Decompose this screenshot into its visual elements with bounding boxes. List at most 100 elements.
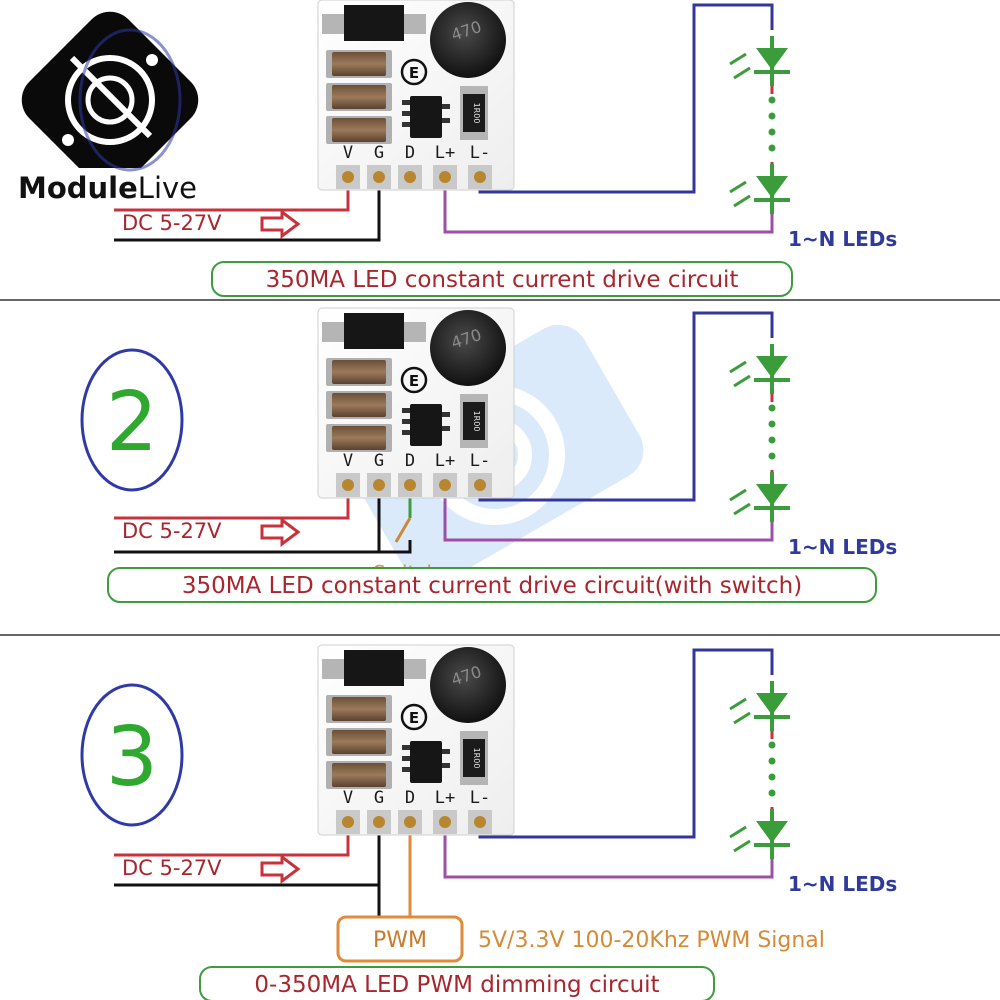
led-light-ray [733, 839, 751, 853]
resistor [463, 402, 485, 440]
wire [478, 3, 774, 194]
pin-hole [373, 816, 385, 828]
wire [443, 822, 774, 879]
ic-pin [402, 408, 412, 413]
led-light-ray [729, 488, 747, 502]
pin-label: D [405, 143, 415, 163]
led-light-ray [729, 180, 747, 194]
capacitor [332, 52, 386, 76]
led-light-ray [729, 52, 747, 66]
capacitor [332, 763, 386, 787]
ic-pin [440, 763, 450, 768]
ic-pin [402, 100, 412, 105]
input-voltage-label: DC 5-27V [122, 856, 222, 880]
led-diode [729, 36, 790, 86]
pwm-box [336, 915, 464, 963]
circuit-caption: 350MA LED constant current drive circuit [266, 267, 739, 293]
pwm-label: PWM [373, 928, 427, 953]
led-light-ray [733, 194, 751, 208]
pwm-signal-note: 5V/3.3V 100-20Khz PWM Signal [478, 928, 825, 953]
pin-label: L- [470, 788, 490, 808]
led-diode [729, 681, 790, 731]
leds-count-label: 1~N LEDs [788, 227, 897, 251]
resistor [463, 94, 485, 132]
circuit-caption: 0-350MA LED PWM dimming circuit [254, 972, 659, 998]
continuation-dot [768, 773, 776, 781]
led-light-ray [729, 360, 747, 374]
panel-number-badge: 3 [80, 683, 184, 827]
resistor-marking: 1R00 [472, 103, 481, 124]
diode-package [344, 5, 404, 41]
led-diode [729, 344, 790, 394]
ic-marking: E [409, 372, 419, 390]
ic-chip [410, 741, 442, 783]
pin-hole [439, 479, 451, 491]
solder-pad [404, 322, 426, 342]
continuation-dot [768, 452, 776, 460]
led-string [729, 681, 790, 859]
resistor-marking: 1R00 [472, 748, 481, 769]
ic-pin [440, 412, 450, 417]
solder-pad [322, 322, 344, 342]
pin-hole [439, 816, 451, 828]
capacitor [332, 360, 386, 384]
solder-pad [322, 14, 344, 34]
caption-box [107, 567, 877, 603]
wire [443, 177, 774, 234]
ic-pin [402, 430, 412, 435]
continuation-dot [768, 404, 776, 412]
wire [114, 822, 350, 857]
diode-package [344, 313, 404, 349]
continuation-dot [768, 128, 776, 136]
leds-count-label: 1~N LEDs [788, 535, 897, 559]
resistor-marking: 1R00 [472, 411, 481, 432]
led-diode [729, 472, 790, 522]
led-string [729, 36, 790, 214]
ic-marking: E [409, 64, 419, 82]
panel-number: 3 [106, 710, 158, 805]
switch-lever [394, 517, 412, 543]
wire [379, 540, 412, 554]
ic-pin [440, 426, 450, 431]
led-light-ray [729, 825, 747, 839]
pin-label: D [405, 451, 415, 471]
pin-label: L+ [435, 143, 455, 163]
ic-pin [440, 118, 450, 123]
ic-pin [440, 749, 450, 754]
pin-hole [404, 479, 416, 491]
pin-hole [474, 479, 486, 491]
ic-chip [410, 404, 442, 446]
solder-pad [404, 14, 426, 34]
pin-hole [474, 171, 486, 183]
led-light-ray [729, 697, 747, 711]
input-voltage-label: DC 5-27V [122, 519, 222, 543]
pin-label: V [343, 451, 353, 471]
diode-package [344, 650, 404, 686]
pin-label: G [374, 143, 384, 163]
led-diode [729, 809, 790, 859]
continuation-dot [768, 112, 776, 120]
wire [478, 648, 774, 839]
inductor [430, 310, 506, 386]
ic-pin [402, 745, 412, 750]
ic-pin [440, 104, 450, 109]
ic-pin [402, 122, 412, 127]
led-light-ray [733, 374, 751, 388]
panel-number: 2 [106, 375, 158, 470]
ic-marking-circle [400, 703, 428, 731]
arrow-icon [260, 209, 301, 239]
capacitor [332, 118, 386, 142]
pin-hole [342, 479, 354, 491]
wire [443, 485, 774, 542]
ic-pin [402, 419, 412, 424]
panel-number-badge: 2 [80, 348, 184, 492]
pin-hole [342, 816, 354, 828]
ic-chip [410, 96, 442, 138]
ic-marking: E [409, 709, 419, 727]
continuation-dot [768, 144, 776, 152]
